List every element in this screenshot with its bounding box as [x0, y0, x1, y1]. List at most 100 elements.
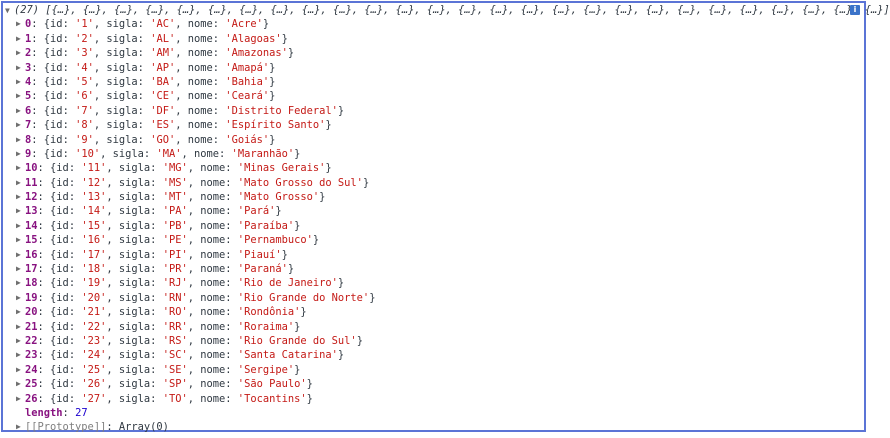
array-item-row[interactable]: ▶0: {id: '1', sigla: 'AC', nome: 'Acre'} [3, 17, 864, 31]
item-nome: Rio Grande do Sul [244, 334, 351, 347]
array-item-row[interactable]: ▶19: {id: '20', sigla: 'RN', nome: 'Rio … [3, 291, 864, 305]
triangle-right-icon[interactable]: ▶ [16, 321, 21, 331]
array-item-row[interactable]: ▶7: {id: '8', sigla: 'ES', nome: 'Espíri… [3, 118, 864, 132]
key-id: id [56, 205, 69, 218]
triangle-right-icon[interactable]: ▶ [16, 62, 21, 72]
punctuation: ' [100, 191, 107, 204]
punctuation: ' [237, 248, 245, 261]
punctuation: } [294, 363, 301, 376]
triangle-right-icon[interactable]: ▶ [16, 364, 21, 374]
triangle-right-icon[interactable]: ▶ [16, 220, 21, 230]
punctuation: : [137, 90, 151, 103]
array-item-row[interactable]: ▶14: {id: '15', sigla: 'PB', nome: 'Para… [3, 219, 864, 233]
array-item-row[interactable]: ▶21: {id: '22', sigla: 'RR', nome: 'Rora… [3, 320, 864, 334]
punctuation: } [300, 306, 307, 319]
item-id: 23 [87, 334, 101, 347]
array-item-row[interactable]: ▶1: {id: '2', sigla: 'AL', nome: 'Alagoa… [3, 32, 864, 46]
punctuation: : [68, 378, 82, 391]
triangle-right-icon[interactable]: ▶ [16, 278, 21, 288]
key-sigla: sigla [106, 75, 138, 88]
key-id: id [56, 219, 69, 232]
punctuation: : { [37, 176, 57, 189]
array-item-row[interactable]: ▶23: {id: '24', sigla: 'SC', nome: 'Sant… [3, 348, 864, 362]
key-nome: nome [194, 147, 220, 160]
triangle-right-icon[interactable]: ▶ [16, 292, 21, 302]
triangle-right-icon[interactable]: ▶ [16, 105, 21, 115]
array-item-row[interactable]: ▶11: {id: '12', sigla: 'MS', nome: 'Mato… [3, 176, 864, 190]
array-item-row[interactable]: ▶8: {id: '9', sigla: 'GO', nome: 'Goiás'… [3, 133, 864, 147]
punctuation: ' [81, 363, 88, 376]
punctuation: ' [181, 162, 188, 175]
item-index: 25 [25, 378, 38, 391]
array-item-row[interactable]: ▶3: {id: '4', sigla: 'AP', nome: 'Amapá'… [3, 61, 864, 75]
triangle-right-icon[interactable]: ▶ [16, 249, 21, 259]
punctuation: ' [168, 18, 176, 31]
key-id: id [56, 191, 69, 204]
array-item-row[interactable]: ▶6: {id: '7', sigla: 'DF', nome: 'Distri… [3, 104, 864, 118]
triangle-right-icon[interactable]: ▶ [16, 307, 21, 317]
punctuation: : { [37, 320, 57, 333]
punctuation: ' [75, 61, 82, 74]
punctuation: : [68, 291, 82, 304]
array-item-row[interactable]: ▶13: {id: '14', sigla: 'PA', nome: 'Pará… [3, 204, 864, 218]
triangle-right-icon[interactable]: ▶ [16, 235, 21, 245]
triangle-right-icon[interactable]: ▶ [16, 91, 21, 101]
punctuation: ' [294, 306, 301, 319]
key-sigla: sigla [118, 248, 151, 261]
triangle-right-icon[interactable]: ▶ [16, 379, 21, 389]
array-item-row[interactable]: ▶18: {id: '19', sigla: 'RJ', nome: 'Rio … [3, 276, 864, 290]
array-item-row[interactable]: ▶5: {id: '6', sigla: 'CE', nome: 'Ceará'… [3, 89, 864, 103]
array-item-row[interactable]: ▶10: {id: '11', sigla: 'MG', nome: 'Mina… [3, 161, 864, 175]
info-icon[interactable]: i [850, 5, 860, 15]
array-item-row[interactable]: ▶16: {id: '17', sigla: 'PI', nome: 'Piau… [3, 248, 864, 262]
triangle-right-icon[interactable]: ▶ [16, 19, 21, 29]
key-id: id [56, 378, 69, 391]
key-id: id [56, 320, 69, 333]
array-item-row[interactable]: ▶15: {id: '16', sigla: 'PE', nome: 'Pern… [3, 233, 864, 247]
punctuation: ' [100, 320, 107, 333]
array-item-row[interactable]: ▶4: {id: '5', sigla: 'BA', nome: 'Bahia'… [3, 75, 864, 89]
punctuation: ' [225, 75, 232, 88]
array-item-row[interactable]: ▶26: {id: '27', sigla: 'TO', nome: 'Toca… [3, 392, 864, 406]
triangle-right-icon[interactable]: ▶ [16, 422, 21, 432]
punctuation: : { [31, 90, 51, 103]
array-header[interactable]: ▼(27) [{…}, {…}, {…}, {…}, {…}, {…}, {…}… [3, 3, 890, 17]
item-id: 22 [87, 320, 101, 333]
array-item-row[interactable]: ▶25: {id: '26', sigla: 'SP', nome: 'São … [3, 377, 864, 391]
punctuation: } [337, 277, 345, 290]
array-item-row[interactable]: ▶17: {id: '18', sigla: 'PR', nome: 'Para… [3, 262, 864, 276]
item-sigla: RJ [168, 277, 182, 290]
punctuation: : { [37, 234, 57, 247]
triangle-right-icon[interactable]: ▶ [16, 350, 21, 360]
triangle-right-icon[interactable]: ▶ [16, 33, 21, 43]
array-item-row[interactable]: ▶24: {id: '25', sigla: 'SE', nome: 'Serg… [3, 363, 864, 377]
triangle-right-icon[interactable]: ▶ [16, 163, 21, 173]
punctuation: : [68, 334, 82, 347]
triangle-right-icon[interactable]: ▶ [16, 120, 21, 130]
array-item-row[interactable]: ▶20: {id: '21', sigla: 'RO', nome: 'Rond… [3, 305, 864, 319]
array-item-row[interactable]: ▶2: {id: '3', sigla: 'AM', nome: 'Amazon… [3, 46, 864, 60]
triangle-right-icon[interactable]: ▶ [16, 393, 21, 403]
triangle-right-icon[interactable]: ▶ [16, 134, 21, 144]
punctuation: ' [181, 363, 188, 376]
item-nome: Acre [231, 18, 257, 31]
triangle-right-icon[interactable]: ▶ [16, 264, 21, 274]
punctuation: ' [87, 75, 94, 88]
triangle-right-icon[interactable]: ▶ [16, 76, 21, 86]
prototype-row[interactable]: ▶ [[Prototype]]: Array(0) [16, 421, 169, 434]
triangle-right-icon[interactable]: ▶ [16, 177, 21, 187]
punctuation: : [150, 349, 163, 362]
array-item-row[interactable]: ▶9: {id: '10', sigla: 'MA', nome: 'Maran… [3, 147, 864, 161]
punctuation: , [93, 61, 107, 74]
triangle-right-icon[interactable]: ▶ [16, 206, 21, 216]
triangle-down-icon[interactable]: ▼ [5, 6, 10, 15]
triangle-right-icon[interactable]: ▶ [16, 148, 21, 158]
triangle-right-icon[interactable]: ▶ [16, 192, 21, 202]
punctuation: ' [100, 162, 107, 175]
array-item-row[interactable]: ▶12: {id: '13', sigla: 'MT', nome: 'Mato… [3, 190, 864, 204]
triangle-right-icon[interactable]: ▶ [16, 48, 21, 58]
punctuation: : [62, 90, 76, 103]
triangle-right-icon[interactable]: ▶ [16, 335, 21, 345]
punctuation: ' [87, 104, 94, 117]
array-item-row[interactable]: ▶22: {id: '23', sigla: 'RS', nome: 'Rio … [3, 334, 864, 348]
